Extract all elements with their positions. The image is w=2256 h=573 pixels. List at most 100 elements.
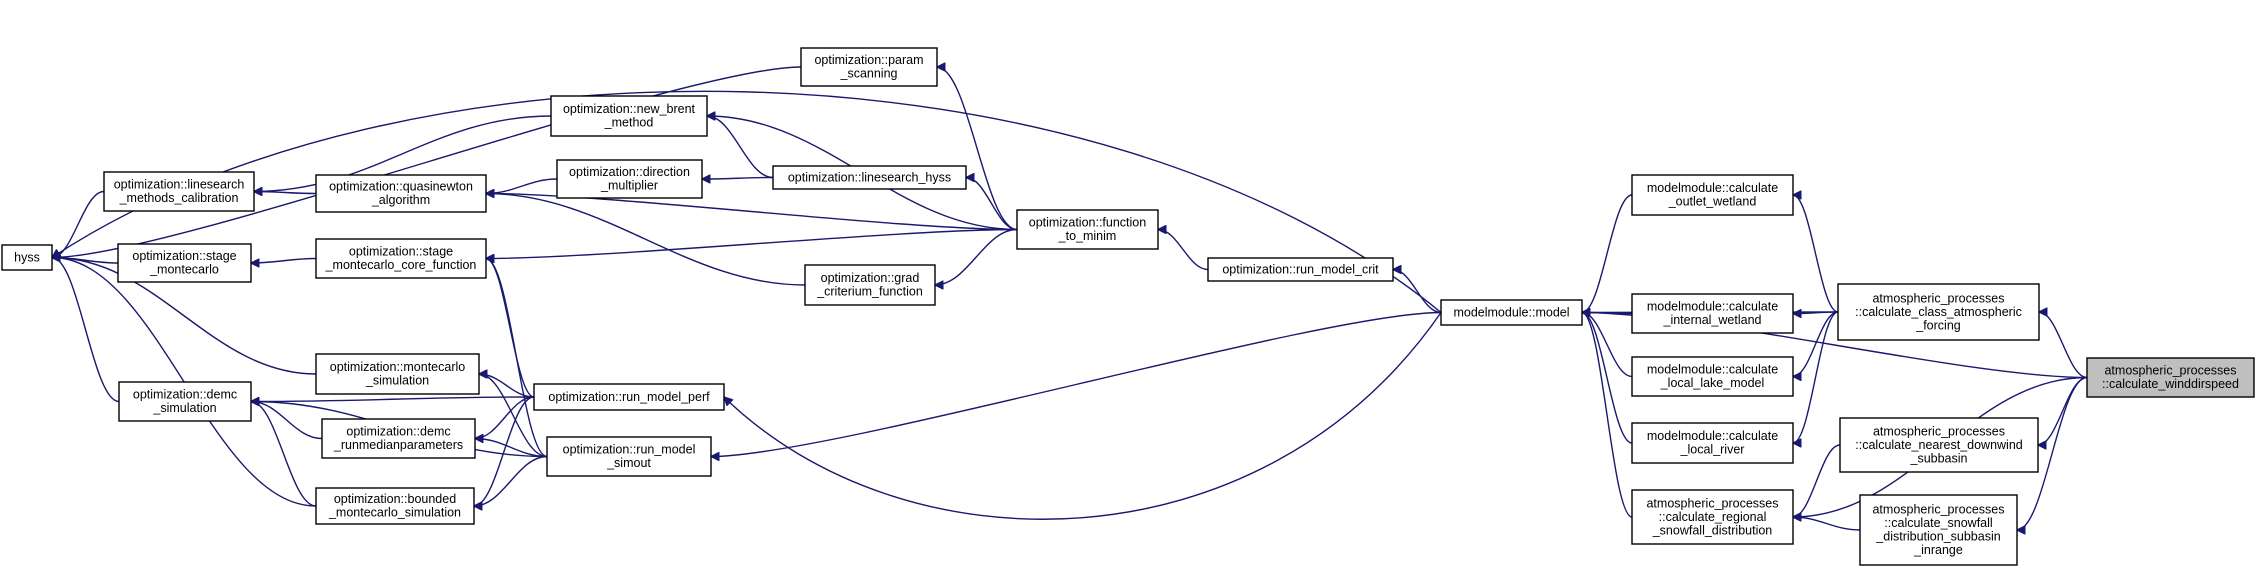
node-box (315, 238, 487, 279)
edge-line (724, 312, 1442, 520)
edge-calculate_class_atmospheric_forcing-to-calculate_outlet_wetland (1793, 195, 1839, 313)
node-new_brent_method[interactable]: optimization::new_brent_method (550, 95, 708, 137)
node-label-line: _montecarlo_simulation (328, 506, 461, 520)
node-direction_multiplier[interactable]: optimization::direction_multiplier (556, 159, 703, 199)
edge-calculate_class_atmospheric_forcing-to-calculate_internal_wetland (1793, 312, 1839, 314)
edge-line (486, 178, 558, 194)
node-box (804, 264, 936, 306)
node-grad_criterium_function[interactable]: optimization::grad_criterium_function (804, 264, 936, 306)
node-calculate_outlet_wetland[interactable]: modelmodule::calculate_outlet_wetland (1631, 174, 1794, 216)
edge-line (52, 90, 1442, 314)
node-label-line: ::calculate_winddirspeed (2102, 377, 2239, 391)
node-label-line: _internal_wetland (1663, 313, 1762, 327)
node-calculate_local_river[interactable]: modelmodule::calculate_local_river (1631, 422, 1794, 464)
node-box (1016, 209, 1159, 250)
node-box (772, 165, 967, 190)
edge-calculate_class_atmospheric_forcing-to-calculate_local_river (1793, 311, 1839, 443)
edge-line (486, 228, 1018, 259)
node-demc_simulation[interactable]: optimization::demc_simulation (118, 381, 252, 422)
node-model[interactable]: modelmodule::model (1440, 299, 1583, 326)
node-label-line: modelmodule::calculate (1647, 363, 1778, 377)
node-label-line: optimization::run_model (563, 443, 696, 457)
edge-line (711, 311, 1442, 457)
edge-run_model_simout-to-bounded_montecarlo_simulation (474, 455, 548, 507)
node-box (1631, 422, 1794, 464)
edge-function_to_minim-to-grad_criterium_function (935, 228, 1018, 286)
edge-line (1793, 444, 1841, 517)
edge-line (486, 259, 548, 458)
edge-line (2017, 376, 2088, 531)
node-calculate_local_lake_model[interactable]: modelmodule::calculate_local_lake_model (1631, 356, 1794, 397)
node-label-line: _simulation (152, 401, 216, 415)
node-run_model_perf[interactable]: optimization::run_model_perf (533, 383, 725, 411)
node-linesearch_hyss[interactable]: optimization::linesearch_hyss (772, 165, 967, 190)
edge-calculate_class_atmospheric_forcing-to-calculate_local_lake_model (1793, 311, 1839, 377)
edge-calculate_winddirspeed-to-calculate_class_atmospheric_forcing (2039, 312, 2088, 379)
node-box (546, 436, 712, 477)
edge-run_model_simout-to-montecarlo_simulation (479, 374, 548, 458)
node-label-line: atmospheric_processes (1646, 496, 1778, 510)
node-label-line: optimization::direction (569, 165, 690, 179)
node-calculate_class_atmospheric_forcing[interactable]: atmospheric_processes::calculate_class_a… (1837, 283, 2040, 341)
node-function_to_minim[interactable]: optimization::function_to_minim (1016, 209, 1159, 250)
node-label-line: atmospheric_processes (1872, 291, 2004, 305)
node-demc_runmedianparameters[interactable]: optimization::demc_runmedianparameters (321, 418, 476, 459)
node-label-line: _methods_calibration (119, 191, 239, 205)
edge-line (1793, 517, 1861, 531)
edge-run_model_perf-to-stage_montecarlo_core_function (486, 259, 535, 398)
node-label-line: ::calculate_nearest_downwind (1855, 438, 2023, 452)
node-label-line: hyss (14, 250, 40, 264)
node-label-line: _runmedianparameters (333, 438, 463, 452)
node-label-line: _simulation (365, 374, 429, 388)
node-stage_montecarlo_core_function[interactable]: optimization::stage_montecarlo_core_func… (315, 238, 487, 279)
edge-line (2038, 376, 2088, 446)
node-calculate_regional_snowfall_distribution[interactable]: atmospheric_processes::calculate_regiona… (1631, 489, 1794, 545)
node-label-line: optimization::montecarlo (330, 360, 466, 374)
edge-run_model_perf-to-demc_simulation (251, 396, 535, 402)
node-label-line: _subbasin (1910, 451, 1968, 465)
node-montecarlo_simulation[interactable]: optimization::montecarlo_simulation (315, 353, 480, 395)
node-label-line: optimization::function (1029, 216, 1146, 230)
edge-line (1793, 312, 1839, 314)
node-param_scanning[interactable]: optimization::param_scanning (800, 47, 938, 87)
node-calculate_snowfall_distribution_subbasin_inrange[interactable]: atmospheric_processes::calculate_snowfal… (1859, 494, 2018, 566)
node-label-line: _montecarlo_core_function (325, 258, 477, 272)
node-quasinewton_algorithm[interactable]: optimization::quasinewton_algorithm (315, 174, 487, 213)
node-box (1631, 489, 1794, 545)
node-bounded_montecarlo_simulation[interactable]: optimization::bounded_montecarlo_simulat… (315, 487, 475, 525)
node-box (2086, 357, 2255, 398)
edge-line (486, 194, 806, 286)
edge-line (474, 455, 548, 507)
edge-model-to-run_model_simout (711, 311, 1442, 457)
node-box (800, 47, 938, 87)
node-calculate_winddirspeed[interactable]: atmospheric_processes::calculate_winddir… (2086, 357, 2255, 398)
edge-grad_criterium_function-to-quasinewton_algorithm (486, 194, 806, 286)
node-calculate_nearest_downwind_subbasin[interactable]: atmospheric_processes::calculate_nearest… (1839, 417, 2039, 473)
node-label-line: _to_minim (1058, 229, 1117, 243)
node-label-line: _multiplier (600, 179, 658, 193)
node-label-line: optimization::stage (349, 245, 453, 259)
node-label-line: _simout (606, 456, 651, 470)
edge-linesearch_hyss-to-new_brent_method (707, 116, 774, 179)
node-run_model_crit[interactable]: optimization::run_model_crit (1207, 257, 1394, 282)
node-label-line: atmospheric_processes (2104, 364, 2236, 378)
node-stage_montecarlo[interactable]: optimization::stage_montecarlo (117, 243, 252, 283)
edge-calculate_regional_snowfall_distribution-to-model (1582, 313, 1633, 518)
node-box (1440, 299, 1583, 326)
node-label-line: optimization::demc (346, 425, 450, 439)
edge-line (1158, 230, 1209, 271)
node-calculate_internal_wetland[interactable]: modelmodule::calculate_internal_wetland (1631, 293, 1794, 334)
node-linesearch_methods_calibration[interactable]: optimization::linesearch_methods_calibra… (103, 171, 255, 212)
node-box (321, 418, 476, 459)
node-label-line: _outlet_wetland (1668, 195, 1757, 209)
edge-model-to-hyss (52, 90, 1442, 314)
edge-line (52, 258, 120, 403)
node-label-line: modelmodule::calculate (1647, 429, 1778, 443)
node-box (1, 244, 53, 271)
edge-run_model_crit-to-function_to_minim (1158, 230, 1209, 271)
node-box (315, 353, 480, 395)
node-run_model_simout[interactable]: optimization::run_model_simout (546, 436, 712, 477)
node-hyss[interactable]: hyss (1, 244, 53, 271)
node-label-line: _forcing (1915, 318, 1961, 332)
